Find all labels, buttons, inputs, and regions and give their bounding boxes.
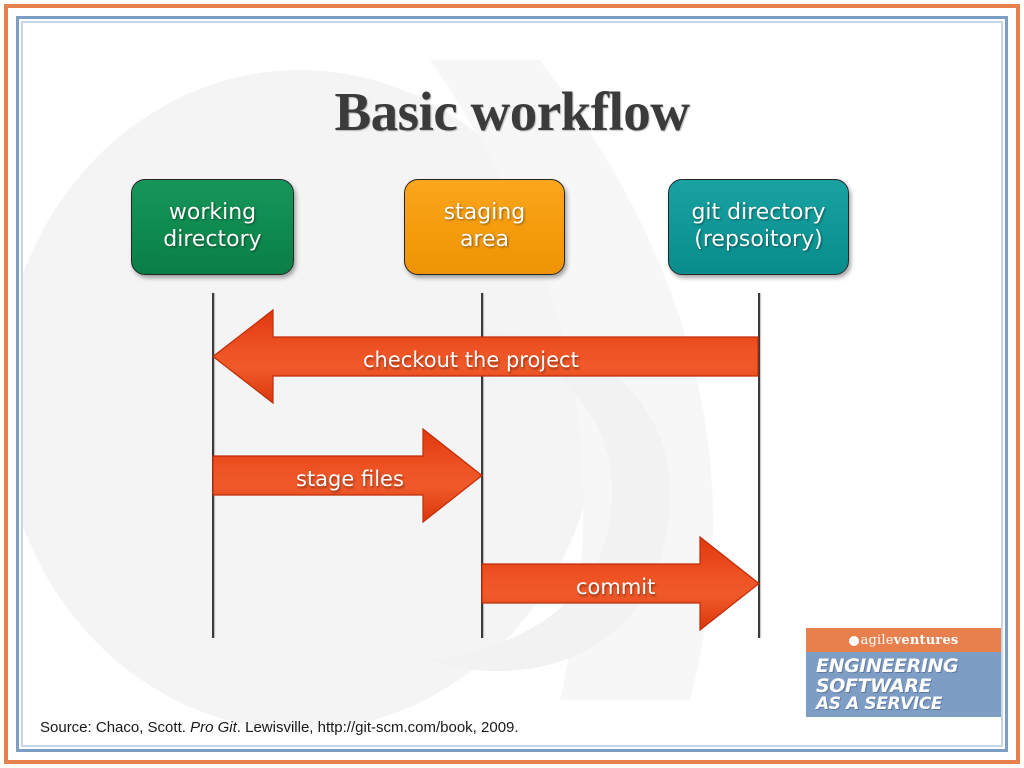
arrow-commit-label: commit xyxy=(576,575,656,599)
arrow-commit[interactable]: commit xyxy=(481,535,761,632)
arrow-stage-files-label: stage files xyxy=(296,467,404,491)
logo-tagline-line-2: SOFTWARE xyxy=(816,674,932,697)
logo-tagline-line-1: ENGINEERING xyxy=(816,655,959,677)
node-working-directory-label-2: directory xyxy=(163,227,262,252)
arrow-checkout-the-project-label: checkout the project xyxy=(363,348,579,372)
node-git-directory-label-2: (repsoitory) xyxy=(694,227,823,252)
logo-brand-light: agile xyxy=(860,632,894,648)
node-staging-area-label-2: area xyxy=(459,227,510,252)
node-git-directory[interactable]: git directory (repsoitory) xyxy=(668,179,849,275)
arrow-checkout-the-project[interactable]: checkout the project xyxy=(211,308,760,405)
source-citation: Source: Chaco, Scott. Pro Git. Lewisvill… xyxy=(40,719,519,736)
arrow-stage-files[interactable]: stage files xyxy=(212,427,484,524)
agileventures-mark-icon xyxy=(848,636,859,646)
lifeline-git-directory xyxy=(758,293,760,638)
logo-brand-bold: ventures xyxy=(893,632,959,648)
lifeline-staging-area xyxy=(481,293,483,638)
node-working-directory-label-1: working xyxy=(168,200,257,226)
source-suffix: . Lewisville, http://git-scm.com/book, 2… xyxy=(236,719,519,736)
node-git-directory-label-1: git directory xyxy=(691,200,826,226)
node-working-directory[interactable]: working directory xyxy=(131,179,294,275)
source-prefix: Source: Chaco, Scott. xyxy=(40,719,191,736)
node-staging-area-label-1: staging xyxy=(443,200,526,226)
logo-tagline: ENGINEERING SOFTWARE AS A SERVICE xyxy=(806,652,1001,714)
logo-tagline-line-3: AS A SERVICE xyxy=(816,694,943,715)
node-staging-area[interactable]: staging area xyxy=(404,179,565,275)
page-title: Basic workflow xyxy=(334,81,690,142)
source-title: Pro Git xyxy=(190,719,237,736)
